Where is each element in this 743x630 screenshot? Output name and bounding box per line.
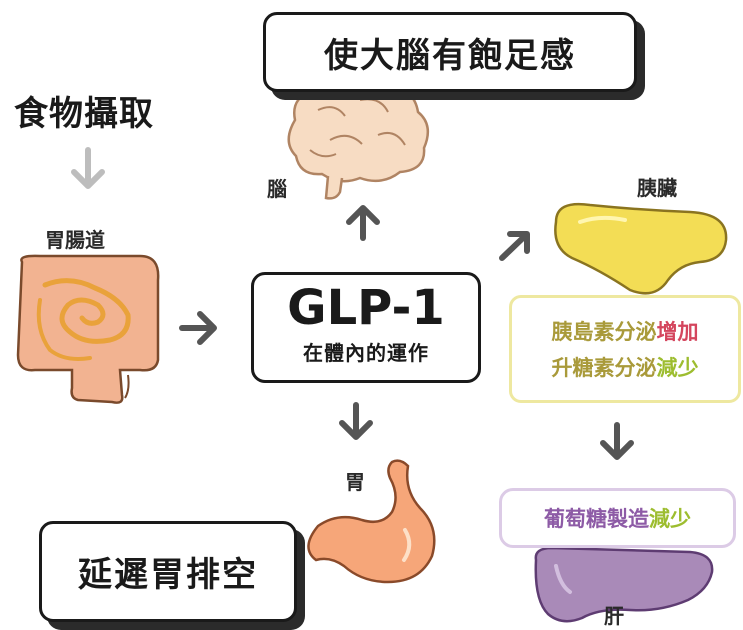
arrow-food-to-gut	[71, 147, 105, 189]
gut-label: 胃腸道	[45, 228, 105, 252]
glucagon-text: 升糖素分泌	[551, 356, 657, 380]
brain-effect-box: 使大腦有飽足感	[263, 12, 637, 92]
arrow-to-liver	[600, 422, 634, 460]
arrow-to-stomach	[339, 402, 373, 440]
food-intake-label: 食物攝取	[14, 94, 154, 134]
insulin-line: 胰島素分泌增加	[512, 314, 738, 350]
insulin-text: 胰島素分泌	[551, 320, 657, 344]
stomach-effect-text: 延遲胃排空	[78, 555, 258, 595]
stomach-illustration	[307, 459, 436, 584]
liver-label: 肝	[604, 604, 624, 628]
brain-illustration	[287, 79, 430, 200]
arrow-to-pancreas	[499, 231, 530, 261]
glp1-box: GLP-1 在體內的運作	[251, 272, 481, 383]
liver-effect-text: 葡萄糖製造	[544, 507, 649, 531]
stomach-label: 胃	[345, 470, 365, 494]
liver-effect-box: 葡萄糖製造減少	[499, 488, 736, 548]
arrow-to-brain	[346, 205, 380, 241]
intestine-illustration	[16, 254, 160, 404]
pancreas-illustration	[554, 202, 728, 295]
liver-illustration	[534, 546, 714, 623]
glucagon-line: 升糖素分泌減少	[512, 350, 738, 386]
brain-label: 腦	[267, 177, 287, 201]
glucagon-effect: 減少	[656, 356, 699, 380]
pancreas-label: 胰臟	[637, 176, 677, 200]
insulin-effect: 增加	[656, 320, 699, 344]
stomach-effect-box: 延遲胃排空	[39, 521, 297, 622]
arrow-gut-to-glp	[179, 311, 217, 345]
brain-effect-text: 使大腦有飽足感	[324, 35, 576, 76]
liver-effect: 減少	[649, 507, 691, 531]
pancreas-effect-box: 胰島素分泌增加 升糖素分泌減少	[509, 295, 741, 403]
glp1-title: GLP-1	[287, 280, 445, 336]
glp1-subtitle: 在體內的運作	[303, 341, 429, 366]
